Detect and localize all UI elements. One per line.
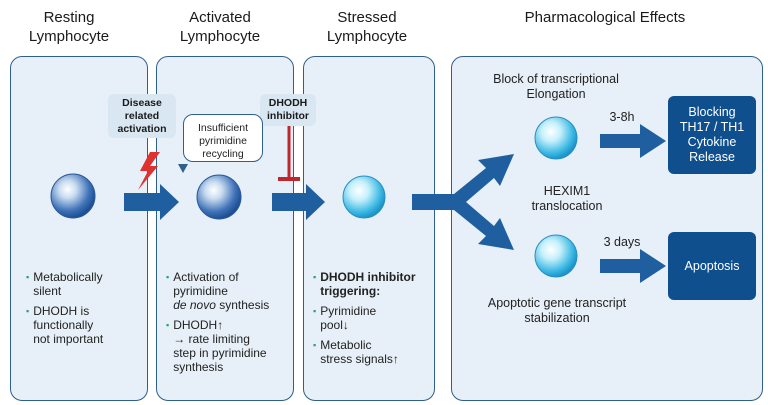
resting-bullet-2: ▪DHODH is functionally not important (26, 304, 138, 346)
header-activated: Activated Lymphocyte (179, 9, 261, 45)
lightning-icon (138, 152, 160, 190)
stressed-bullet-1: ▪Pyrimidine pool↓ (313, 304, 433, 332)
bullet-icon: ▪ (26, 272, 30, 282)
stressed-bullet-2: ▪Metabolic stress signals↑ (313, 338, 433, 366)
bullet-icon: ▪ (313, 340, 317, 350)
header-effects: Pharmacological Effects (524, 9, 686, 26)
stressed-bullets: ▪DHODH inhibitor triggering: ▪Pyrimidine… (313, 270, 433, 372)
stressed-title: ▪DHODH inhibitor triggering: (313, 270, 433, 298)
activated-bullet-em: de novo (173, 298, 216, 312)
time-label-top: 3-8h (609, 110, 635, 124)
label-hexim1: HEXIM1 translocation (531, 184, 603, 213)
activated-bullet-text: DHODH↑ → rate limiting step in pyrimidin… (173, 318, 267, 374)
activated-bullet-post: synthesis (215, 298, 270, 312)
label-apoptotic-stabilization: Apoptotic gene transcript stabilization (487, 296, 627, 325)
tag-dhodh-inhibitor: DHODH inhibitor (260, 94, 316, 126)
result-cytokine-block: Blocking TH17 / TH1 Cytokine Release (668, 96, 756, 174)
label-block-elongation: Block of transcriptional Elongation (493, 72, 619, 101)
arrow-to-apoptosis (600, 249, 666, 283)
bullet-icon: ▪ (166, 272, 170, 282)
arrow-to-cytokine (600, 124, 666, 158)
bullet-icon: ▪ (313, 306, 317, 316)
header-resting: Resting Lymphocyte (28, 9, 110, 45)
panel-stressed (303, 56, 435, 401)
cell-effect-top (534, 116, 578, 160)
cell-stressed (342, 175, 386, 219)
result-apoptosis: Apoptosis (668, 232, 756, 300)
cell-effect-bottom (534, 234, 578, 278)
activated-bullet-1: ▪Activation of pyrimidine de novo synthe… (166, 270, 290, 312)
resting-bullet-1: ▪Metabolically silent (26, 270, 138, 298)
cell-resting (50, 173, 96, 219)
fork-arrow (412, 154, 514, 250)
bullet-icon: ▪ (313, 272, 317, 282)
activated-bullet-pre: Activation of pyrimidine (173, 270, 239, 298)
bullet-icon: ▪ (26, 306, 30, 316)
activated-bullets: ▪Activation of pyrimidine de novo synthe… (166, 270, 290, 380)
arrow-resting-to-activated (124, 184, 179, 220)
time-label-bottom: 3 days (603, 235, 641, 249)
note-insufficient-recycling: Insufficient pyrimidine recycling (183, 114, 263, 162)
bullet-icon: ▪ (166, 320, 170, 330)
stressed-bullet-text: Pyrimidine pool↓ (320, 304, 377, 332)
resting-bullet-text: DHODH is functionally not important (33, 304, 104, 346)
activated-bullet-2: ▪DHODH↑ → rate limiting step in pyrimidi… (166, 318, 290, 374)
resting-bullet-text: Metabolically silent (33, 270, 103, 298)
header-stressed: Stressed Lymphocyte (326, 9, 408, 45)
cell-activated (196, 174, 242, 220)
recycling-arrow-icon (178, 164, 188, 173)
stressed-bullet-text: Metabolic stress signals↑ (320, 338, 399, 366)
stressed-title-text: DHODH inhibitor triggering: (320, 270, 416, 298)
resting-bullets: ▪Metabolically silent ▪DHODH is function… (26, 270, 138, 352)
arrow-activated-to-stressed (272, 184, 325, 220)
tag-disease-activation: Disease related activation (108, 94, 176, 138)
